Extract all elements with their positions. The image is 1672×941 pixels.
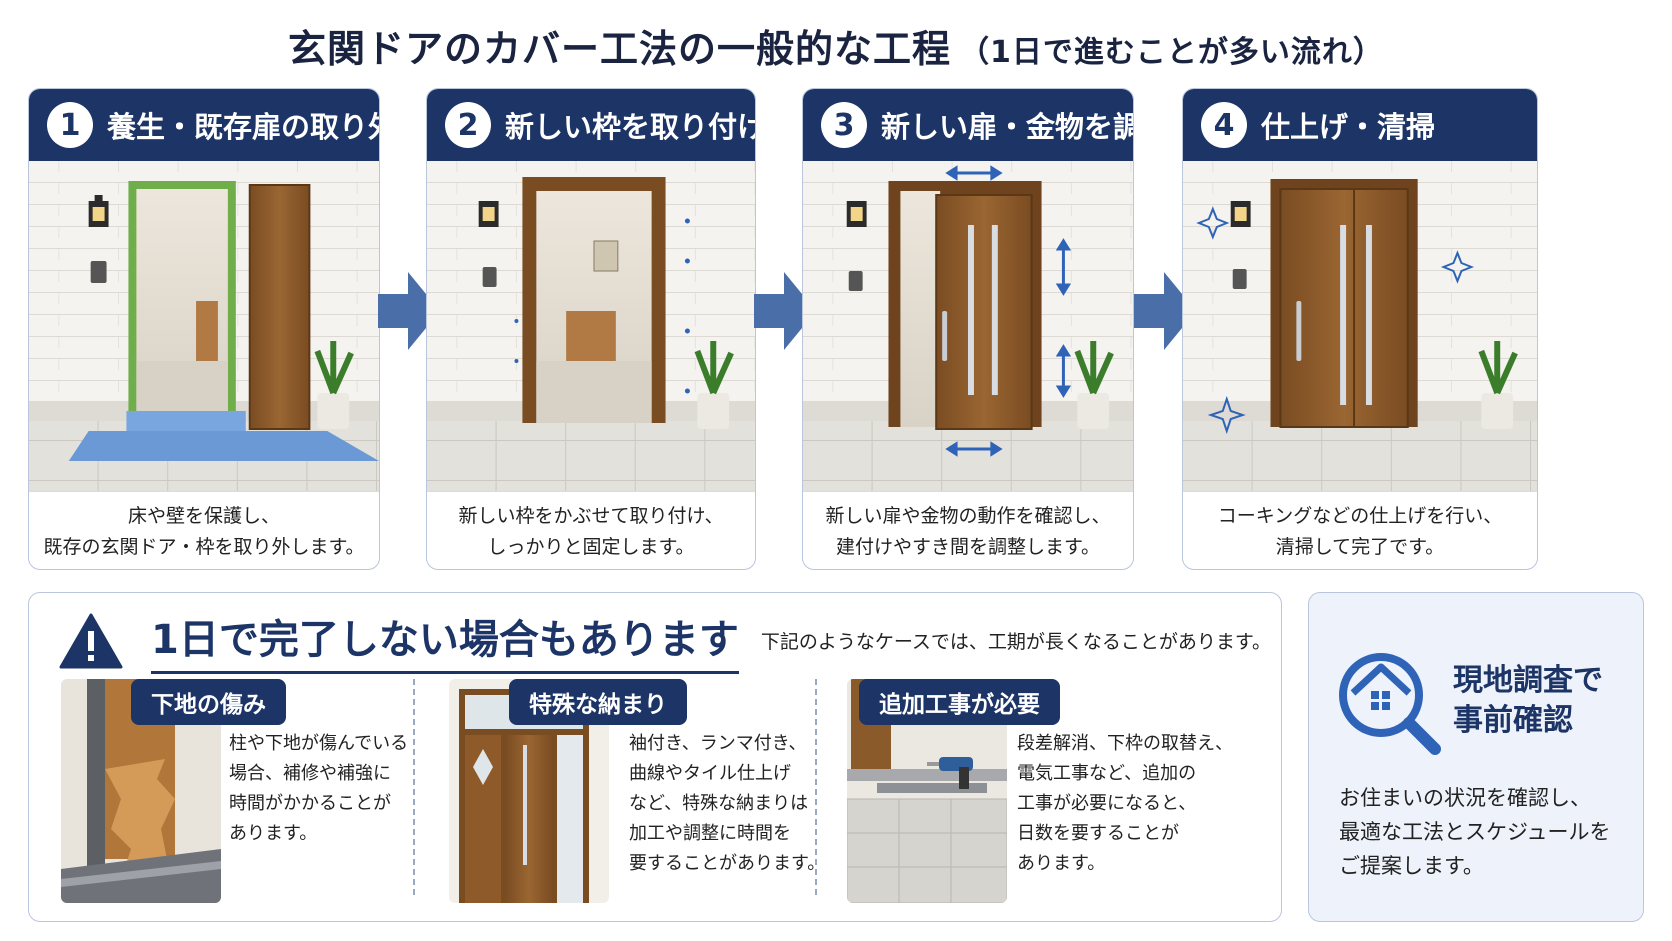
divider [815, 679, 817, 895]
wall-lamp-icon [88, 195, 109, 227]
step-number-badge: 4 [1201, 102, 1247, 148]
step-card-1: 1 養生・既存扉の取り外し 床や壁を保護し、 既存の玄関ドア・枠を [28, 88, 380, 570]
potted-plant-icon [694, 341, 734, 429]
step-card-3: 3 新しい扉・金物を調整 新しい扉や金物の動作を確認し、 建付け [802, 88, 1134, 570]
step-description: コーキングなどの仕上げを行い、 清掃して完了です。 [1183, 491, 1537, 569]
step-number-badge: 3 [821, 102, 867, 148]
step-description: 床や壁を保護し、 既存の玄関ドア・枠を取り外します。 [29, 491, 379, 569]
warning-header: 1日で完了しない場合もあります 下記のようなケースでは、工期が長くなることがあり… [59, 607, 1271, 674]
survey-description: お住まいの状況を確認し、 最適な工法とスケジュールを ご提案します。 [1339, 786, 1611, 878]
survey-title: 現地調査で 事前確認 [1453, 663, 1603, 738]
potted-plant-icon [1478, 341, 1518, 429]
case-illustration-rotten-post [61, 679, 221, 903]
step-header: 4 仕上げ・清掃 [1183, 89, 1537, 161]
step-title: 新しい扉・金物を調整 [881, 110, 1133, 144]
case-item-substrate-damage: 下地の傷み 柱や下地が傷んでいる 場合、補修や補強に 時間がかかることが ありま… [61, 679, 421, 905]
wall-lamp-icon [1230, 201, 1251, 227]
step-number-badge: 2 [445, 102, 491, 148]
step-title: 仕上げ・清掃 [1261, 110, 1436, 144]
step-title: 養生・既存扉の取り外し [107, 110, 379, 144]
page-title: 玄関ドアのカバー工法の一般的な工程（1日で進むことが多い流れ） [0, 18, 1672, 73]
case-description: 袖付き、ランマ付き、 曲線やタイル仕上げ など、特殊な納まりは 加工や調整に時間… [629, 733, 826, 874]
case-item-special-fitting: 特殊な納まり 袖付き、ランマ付き、 曲線やタイル仕上げ など、特殊な納まりは 加… [449, 679, 829, 905]
case-description: 柱や下地が傷んでいる 場合、補修や補強に 時間がかかることが あります。 [229, 733, 409, 844]
step-header: 2 新しい枠を取り付け [427, 89, 755, 161]
wall-lamp-icon [846, 201, 867, 227]
case-item-additional-work: 追加工事が必要 段差解消、下枠の取替え、 電気工事など、追加の 工事が必要になる… [847, 679, 1257, 905]
divider [413, 679, 415, 895]
step-header: 3 新しい扉・金物を調整 [803, 89, 1133, 161]
wall-lamp-icon [478, 201, 499, 227]
case-tag: 特殊な納まり [509, 679, 687, 725]
case-description: 段差解消、下枠の取替え、 電気工事など、追加の 工事が必要になると、 日数を要す… [1017, 733, 1233, 874]
arrow-right-icon [1134, 272, 1196, 350]
step-header: 1 養生・既存扉の取り外し [29, 89, 379, 161]
case-tag: 下地の傷み [131, 679, 286, 725]
potted-plant-icon [1074, 341, 1114, 429]
site-survey-panel: 現地調査で 事前確認 お住まいの状況を確認し、 最適な工法とスケジュールを ご提… [1308, 592, 1644, 922]
potted-plant-icon [314, 341, 354, 429]
case-illustration-side-light-door [449, 679, 609, 903]
warning-title: 1日で完了しない場合もあります [151, 607, 739, 674]
step-description: 新しい枠をかぶせて取り付け、 しっかりと固定します。 [427, 491, 755, 569]
page-title-sub: （1日で進むことが多い流れ） [959, 35, 1384, 70]
drill-icon [927, 757, 973, 789]
warning-triangle-icon [59, 613, 123, 668]
arrow-right-icon [378, 272, 440, 350]
house-search-icon [1339, 653, 1441, 755]
arrow-right-icon [754, 272, 816, 350]
step-card-2: 2 新しい枠を取り付け 新しい枠をかぶせて取り付け、 しっかりと固定します。 [426, 88, 756, 570]
step-description: 新しい扉や金物の動作を確認し、 建付けやすき間を調整します。 [803, 491, 1133, 569]
step-illustration-install-frame [427, 161, 755, 491]
step-illustration-adjust-door [803, 161, 1133, 491]
case-tag: 追加工事が必要 [859, 679, 1060, 725]
step-number-badge: 1 [47, 102, 93, 148]
adjust-arrow-icon [945, 165, 1072, 457]
sparkle-icon [1196, 206, 1475, 435]
step-card-4: 4 仕上げ・清掃 コーキングなどの仕上げを行い、 清掃して完了です。 [1182, 88, 1538, 570]
warning-note: 下記のようなケースでは、工期が長くなることがあります。 [760, 631, 1271, 653]
page-title-main: 玄関ドアのカバー工法の一般的な工程 [288, 27, 952, 71]
step-illustration-finish [1183, 161, 1537, 491]
warning-panel: 1日で完了しない場合もあります 下記のようなケースでは、工期が長くなることがあり… [28, 592, 1282, 922]
step-illustration-remove-door [29, 161, 379, 491]
step-title: 新しい枠を取り付け [505, 110, 756, 144]
